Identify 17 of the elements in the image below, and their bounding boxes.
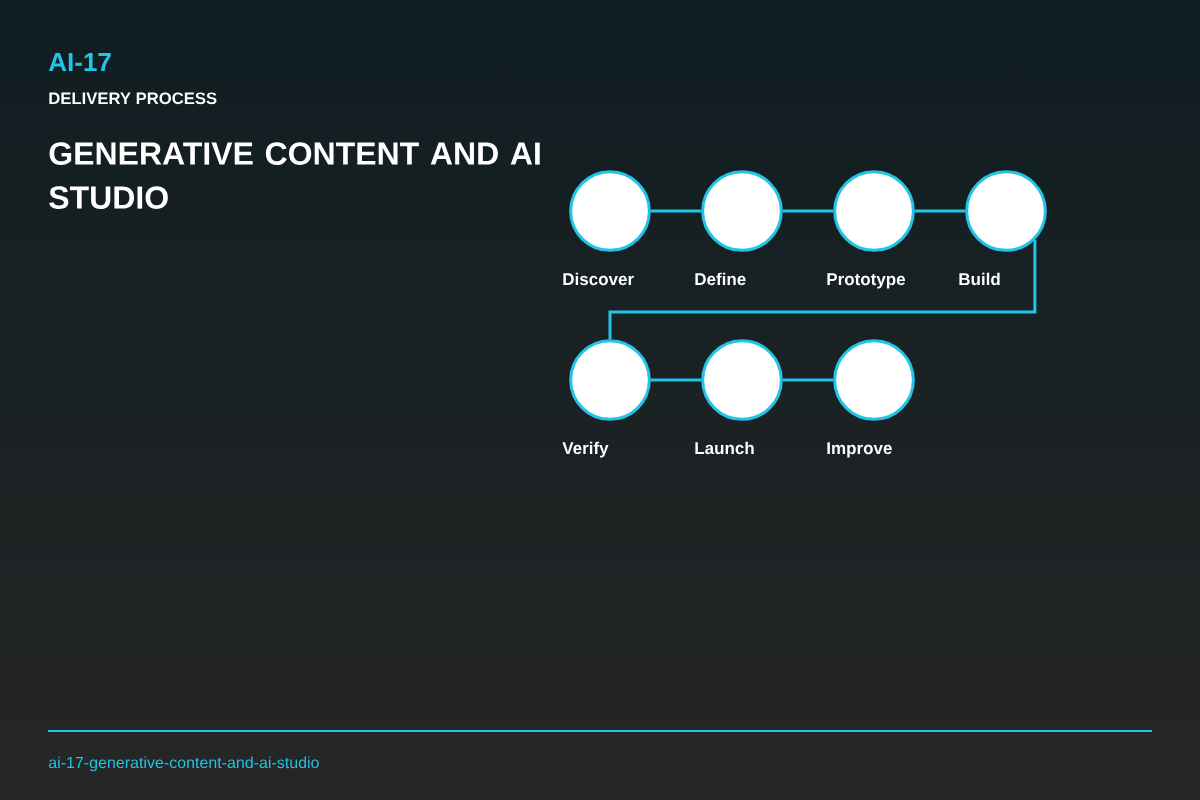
footer-slug: ai-17-generative-content-and-ai-studio xyxy=(48,756,319,772)
connector-line xyxy=(608,239,1037,340)
step-label: Discover xyxy=(563,272,634,286)
connector-line xyxy=(782,378,834,382)
connector-line xyxy=(650,209,702,213)
subheading: DELIVERY PROCESS xyxy=(49,92,217,105)
id-label: AI-17 xyxy=(48,53,111,71)
step-label: Improve xyxy=(827,442,892,458)
step-label: Prototype xyxy=(827,273,906,289)
connector-line xyxy=(782,209,834,213)
connector-line xyxy=(914,209,966,213)
step-label: Build xyxy=(959,272,1000,286)
connector-line xyxy=(650,378,702,382)
step-label: Define xyxy=(695,272,746,286)
step-label: Verify xyxy=(562,441,609,458)
title: GENERATIVE CONTENT AND AI STUDIO xyxy=(49,142,540,209)
step-label: Launch xyxy=(695,441,754,455)
